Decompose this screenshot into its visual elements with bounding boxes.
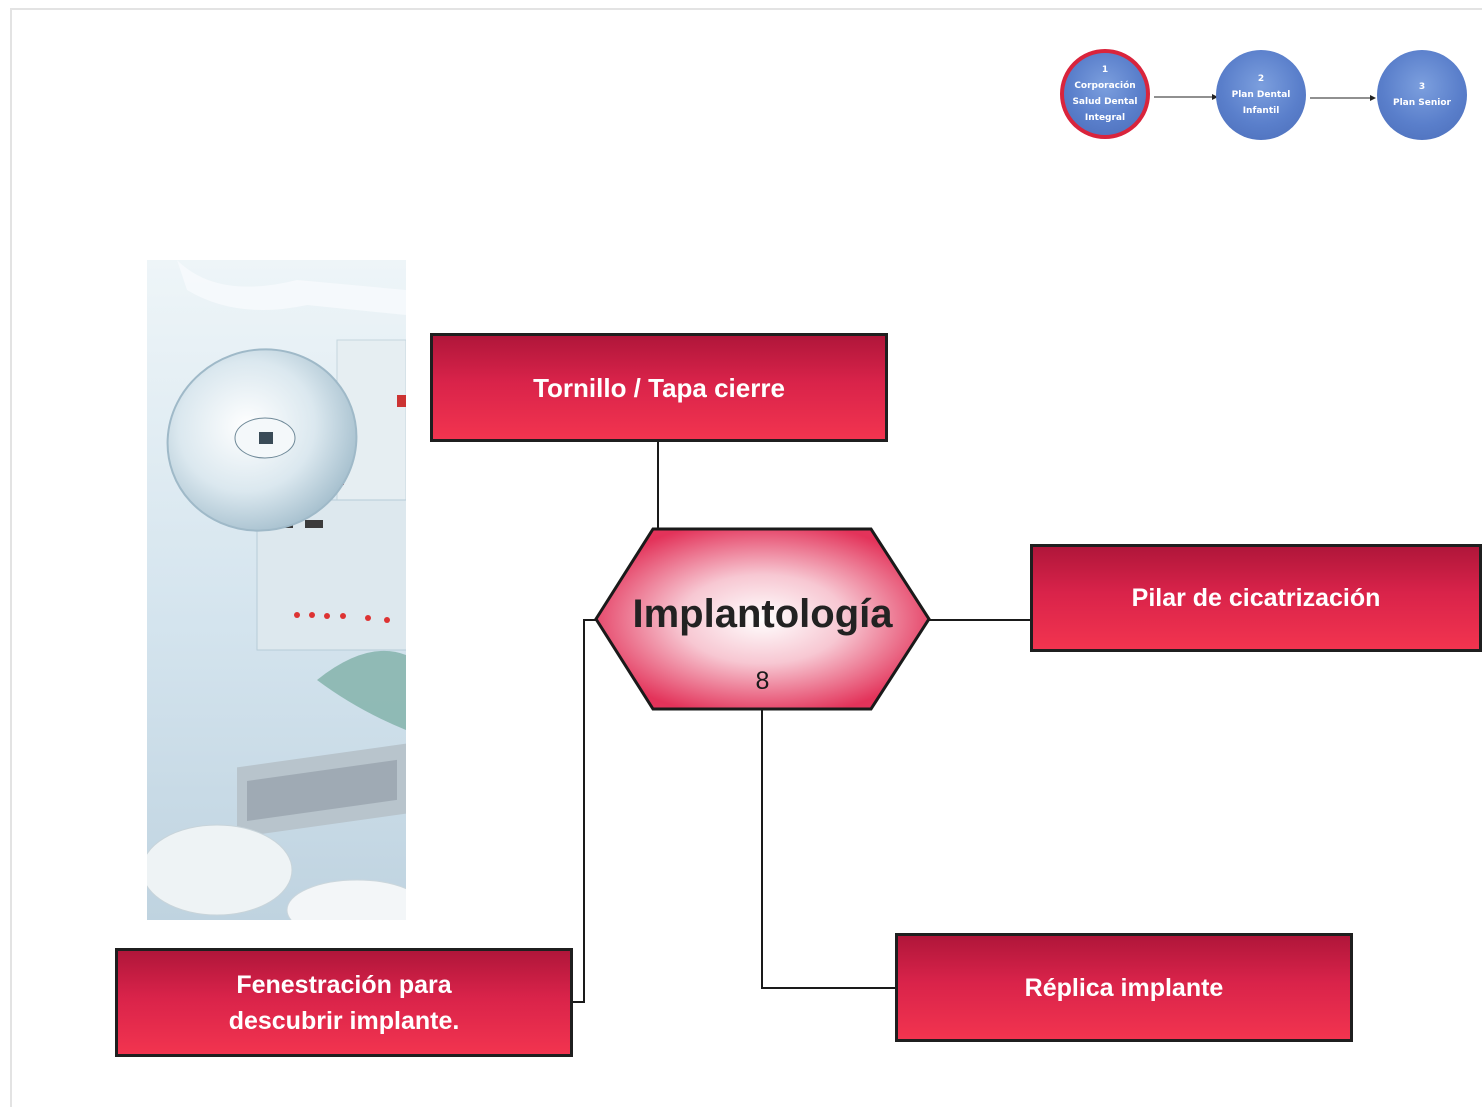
step-3-circle[interactable]: 3 Plan Senior: [1377, 50, 1467, 140]
box-tornillo-label: Tornillo / Tapa cierre: [533, 372, 785, 403]
center-number: 8: [755, 667, 770, 695]
step-2-line-1: Plan Dental: [1231, 90, 1291, 100]
step-arrow-2: [1310, 95, 1376, 101]
box-tornillo[interactable]: Tornillo / Tapa cierre: [430, 333, 888, 442]
box-replica-label: Réplica implante: [1024, 973, 1224, 1002]
center-hexagon: [594, 527, 931, 711]
step-3-number: 3: [1418, 82, 1426, 92]
step-2-line-2: Infantil: [1242, 106, 1280, 116]
box-pilar-label: Pilar de cicatrización: [1131, 584, 1381, 612]
connector-bottom-left: [572, 619, 598, 1003]
step-2-circle[interactable]: 2 Plan Dental Infantil: [1216, 50, 1306, 140]
step-2-number: 2: [1257, 74, 1265, 84]
step-1-line-3: Integral: [1084, 113, 1126, 123]
page-frame: [10, 8, 1482, 1107]
step-1-number: 1: [1101, 65, 1109, 75]
step-1-circle[interactable]: 1 Corporación Salud Dental Integral: [1060, 49, 1150, 139]
step-1-line-1: Corporación: [1074, 81, 1136, 91]
step-arrow-1: [1154, 94, 1218, 100]
box-replica[interactable]: Réplica implante: [895, 933, 1353, 1042]
connector-bottom-right: [761, 710, 896, 989]
step-3-line-1: Plan Senior: [1393, 98, 1451, 108]
box-pilar[interactable]: Pilar de cicatrización: [1030, 544, 1482, 652]
center-title: Implantología: [632, 592, 893, 636]
step-1-line-2: Salud Dental: [1072, 97, 1138, 107]
box-fenestracion-line-2: descubrir implante.: [228, 1006, 460, 1035]
box-fenestracion-line-1: Fenestración para: [236, 970, 452, 999]
operating-room-photo: [147, 260, 406, 920]
box-fenestracion[interactable]: Fenestración para descubrir implante.: [115, 948, 573, 1057]
